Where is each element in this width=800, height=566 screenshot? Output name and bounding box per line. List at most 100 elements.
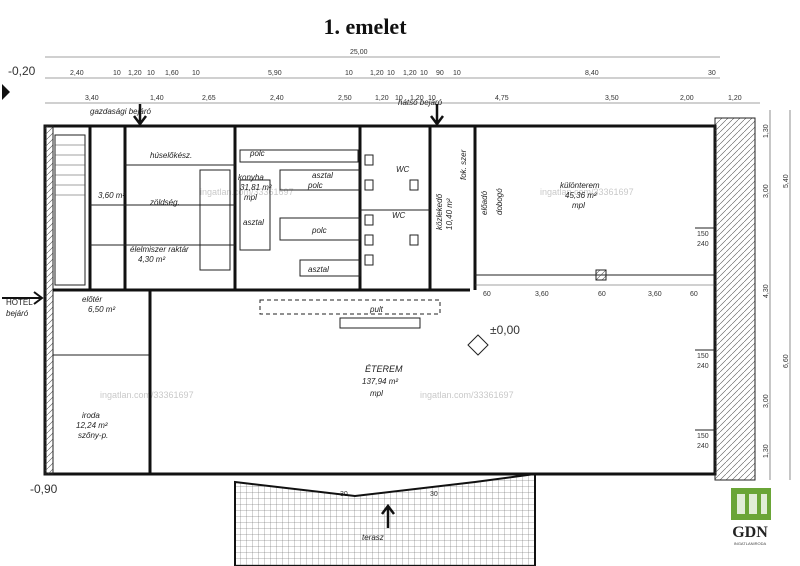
room-label: élelmiszer raktár <box>130 245 189 254</box>
room-area: 10,40 m² <box>445 198 454 230</box>
furniture-label: asztal <box>243 218 264 227</box>
marker-label: 60 <box>598 291 606 298</box>
plan-title: 1. emelet <box>323 14 407 39</box>
furniture-label: polc <box>311 226 327 235</box>
watermark: ingatlan.com/33361697 <box>540 187 634 197</box>
stairs <box>54 134 86 286</box>
dimension-label: 90 <box>436 70 444 77</box>
room-label: iroda <box>82 411 100 420</box>
dimension-label: 6,60 <box>783 354 790 368</box>
top-dimension-lines: 25,00 2,40 10 1,20 10 1,60 10 5,90 10 1,… <box>45 49 760 104</box>
room-floor: mpl <box>244 193 257 202</box>
room-label: dobogó <box>495 188 504 215</box>
dimension-label: 10 <box>345 70 353 77</box>
dimension-label: 1,30 <box>763 444 770 458</box>
room-label: terasz <box>362 533 384 542</box>
entrance-arrow-icon <box>381 503 395 528</box>
dimension-label: 10 <box>420 70 428 77</box>
kitchen-furniture: asztal polc asztal polc asztal polc <box>199 149 361 277</box>
entrances: gazdasági bejáró hátsó bejáró HOTEL bejá… <box>2 98 444 318</box>
dimension-label: 1,20 <box>370 70 384 77</box>
room-area: 3,60 m² <box>98 191 125 200</box>
level-mark: -0,20 <box>8 64 36 78</box>
marker-label: 60 <box>483 291 491 298</box>
watermark: ingatlan.com/33361697 <box>100 390 194 400</box>
room-area: 4,30 m² <box>138 255 165 264</box>
dimension-label: 10 <box>387 70 395 77</box>
room-label: WC <box>396 165 410 174</box>
company-logo: GDN INGATLANIRODA <box>731 488 771 546</box>
dimension-label: 25,00 <box>350 49 368 56</box>
room-label: fok. szer <box>459 149 468 180</box>
dimension-label: 8,40 <box>585 70 599 77</box>
room-area: 12,24 m² <box>76 421 108 430</box>
level-mark-diamond <box>467 334 489 356</box>
room-area: 137,94 m² <box>362 377 398 386</box>
entrance-label: gazdasági bejáró <box>90 107 151 116</box>
marker-label: 3,60 <box>535 291 549 298</box>
dimension-label: 10 <box>192 70 200 77</box>
marker-label: 150 <box>697 353 709 360</box>
entrance-label: HOTEL <box>6 298 33 307</box>
dimension-label: 2,00 <box>680 95 694 102</box>
dimension-label: 4,30 <box>763 284 770 298</box>
room-label: konyha <box>238 173 264 182</box>
dimension-label: 2,40 <box>270 95 284 102</box>
room-label: előadó <box>480 190 489 215</box>
dimension-label: 1,20 <box>128 70 142 77</box>
dimension-label: 5,90 <box>268 70 282 77</box>
level-mark: -0,90 <box>30 482 58 496</box>
room-label: különterem <box>560 181 600 190</box>
terrace: terasz <box>234 472 536 566</box>
dining-markers: 150 240 150 240 150 240 60 60 3,60 3,60 … <box>340 227 715 498</box>
level-mark: ±0,00 <box>490 323 520 337</box>
dimension-label: 10 <box>453 70 461 77</box>
entrance-label: bejáró <box>6 309 29 318</box>
room-floor: mpl <box>370 389 383 398</box>
room-label: WC <box>392 211 406 220</box>
entrance-arrow-icon <box>2 291 44 305</box>
bar-counter-label: pult <box>369 305 384 314</box>
exterior-walls <box>43 117 756 481</box>
room-area: 45,36 m² <box>565 191 597 200</box>
dimension-label: 3,40 <box>85 95 99 102</box>
entrance-arrow-icon <box>430 104 444 127</box>
watermark: ingatlan.com/33361697 <box>420 390 514 400</box>
wc-fixtures <box>364 154 419 266</box>
dimension-label: 1,20 <box>403 70 417 77</box>
room-label: zöldség. <box>149 198 180 207</box>
room-label: húselőkész. <box>150 151 192 160</box>
dimension-label: 10 <box>395 95 403 102</box>
dimension-label: 3,00 <box>763 184 770 198</box>
dimension-label: 3,00 <box>763 394 770 408</box>
room-labels: konyha 31,81 m² mpl ÉTEREM 137,94 m² mpl… <box>76 149 600 440</box>
dimension-label: 10 <box>113 70 121 77</box>
dimension-label: 2,40 <box>70 70 84 77</box>
entrance-label: hátsó bejáró <box>398 98 443 107</box>
dimension-label: 5,40 <box>783 174 790 188</box>
room-floor: mpl <box>572 201 585 210</box>
dimension-label: 1,30 <box>763 124 770 138</box>
dimension-label: 1,60 <box>165 70 179 77</box>
room-label: ÉTEREM <box>365 364 403 374</box>
logo-text: GDN <box>732 524 768 541</box>
furniture-label: asztal <box>312 171 333 180</box>
dimension-label: 30 <box>708 70 716 77</box>
level-mark-arrow <box>2 84 10 100</box>
bar-counter-shelf <box>339 317 421 329</box>
furniture-label: polc <box>307 181 323 190</box>
dimension-label: 2,50 <box>338 95 352 102</box>
room-label: előtér <box>82 295 102 304</box>
dimension-label: 1,20 <box>410 95 424 102</box>
dimension-label: 3,50 <box>605 95 619 102</box>
room-floor: szőny-p. <box>78 431 108 440</box>
dimension-label: 1,20 <box>375 95 389 102</box>
marker-label: 150 <box>697 433 709 440</box>
dimension-label: 10 <box>428 95 436 102</box>
room-area: 31,81 m² <box>240 183 272 192</box>
dimension-label: 10 <box>147 70 155 77</box>
room-area: 6,50 m² <box>88 305 115 314</box>
logo-subtext: INGATLANIRODA <box>734 541 767 546</box>
